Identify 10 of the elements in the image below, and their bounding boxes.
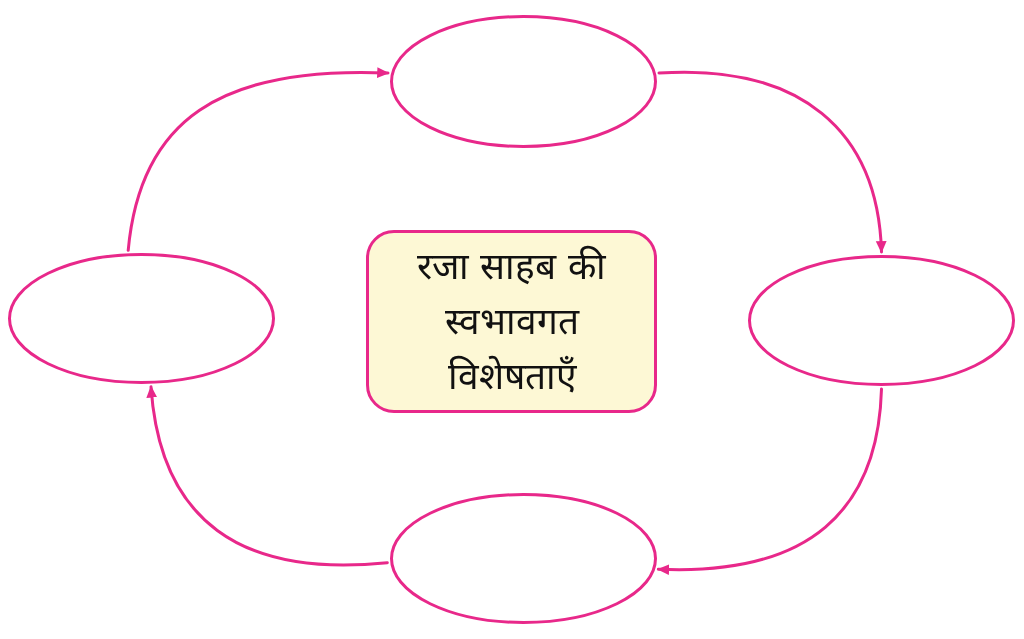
topic-box bbox=[366, 230, 657, 413]
curved-arrow bbox=[657, 70, 886, 254]
curved-arrow bbox=[146, 385, 389, 567]
topic-title: रजा साहब की स्वभावगत विशेषताएँ bbox=[415, 244, 608, 400]
empty-ellipse bbox=[390, 493, 657, 624]
curved-arrow bbox=[126, 67, 390, 252]
empty-ellipse bbox=[748, 255, 1015, 386]
curved-arrow bbox=[656, 387, 883, 575]
empty-ellipse bbox=[8, 253, 275, 384]
empty-ellipse bbox=[390, 15, 657, 148]
